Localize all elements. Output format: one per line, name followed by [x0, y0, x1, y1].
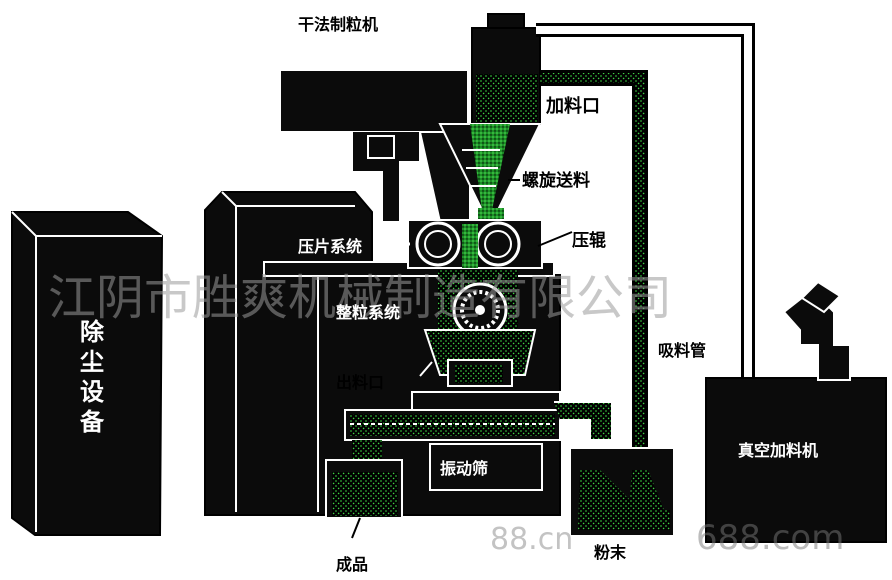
powder-label: 粉末 — [594, 543, 627, 562]
watermark-company: 江阴市胜爽机械制造有限公司 — [48, 270, 672, 326]
screw-feed-label: 螺旋送料 — [522, 170, 590, 191]
vacuum-feeder — [705, 280, 887, 543]
title-label: 干法制粒机 — [298, 15, 378, 34]
feed-inlet-label: 加料口 — [545, 95, 600, 117]
tablet-system-label: 压片系统 — [298, 237, 362, 256]
vibrating-screen-label: 振动筛 — [440, 459, 488, 478]
discharge-chute — [419, 329, 537, 387]
vibrating-screen — [344, 391, 613, 491]
dust-removal-text: 除尘设备 — [79, 318, 105, 436]
discharge-label: 出料口 — [336, 373, 384, 392]
suction-pipe-label: 吸料管 — [658, 341, 706, 360]
granulate-system-label: 整粒系统 — [335, 303, 400, 322]
suction-pipe — [536, 23, 755, 508]
product-label: 成品 — [336, 555, 368, 574]
press-roll-label: 压辊 — [572, 230, 606, 251]
vacuum-feeder-label: 真空加料机 — [738, 441, 818, 460]
product-bin — [325, 459, 403, 519]
watermark-site-left: 88.cn — [490, 522, 573, 557]
press-rolls — [380, 219, 543, 269]
dust-removal-label: 除尘设备 — [79, 318, 105, 436]
powder-bin — [569, 447, 675, 537]
feed-hopper — [438, 13, 542, 230]
watermark-site: 688.com — [696, 518, 844, 558]
granulating-rotor — [438, 270, 518, 338]
dust-removal-unit — [11, 211, 164, 536]
